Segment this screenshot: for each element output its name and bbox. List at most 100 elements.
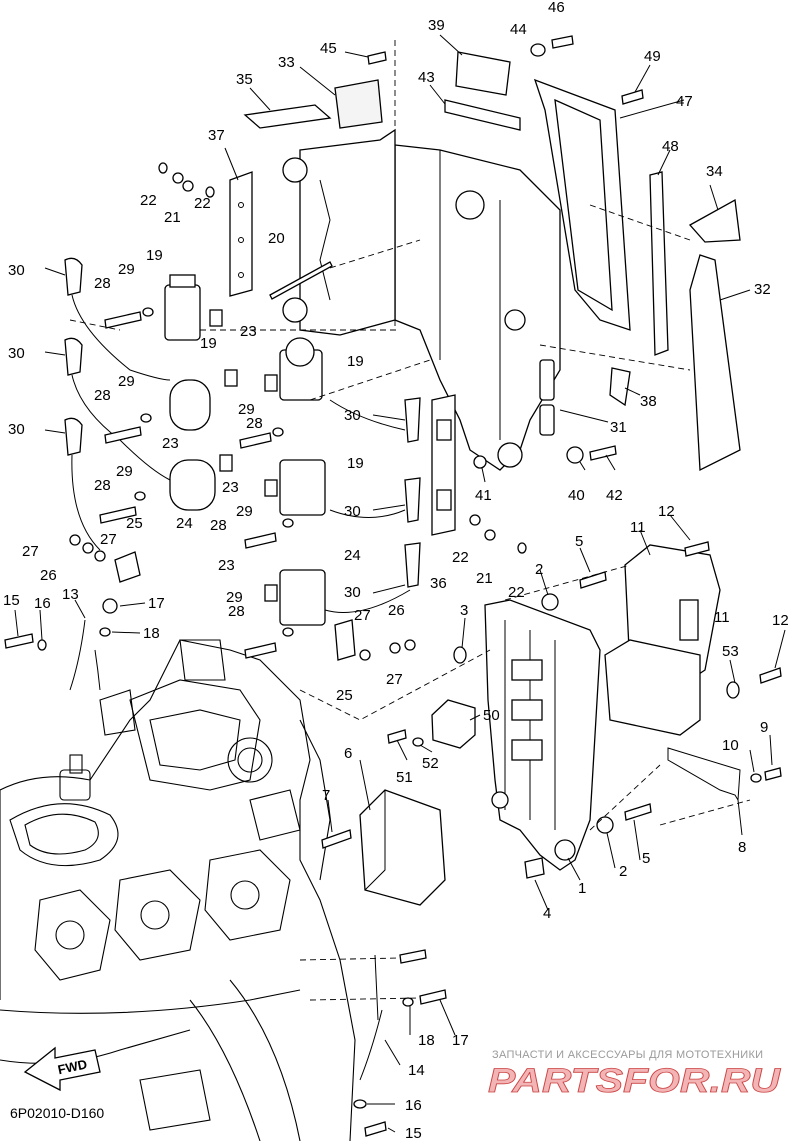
callout-20: 20 — [268, 230, 285, 247]
callout-45: 45 — [320, 40, 337, 57]
callout-4: 4 — [543, 905, 551, 922]
callout-26: 26 — [40, 567, 57, 584]
callout-35: 35 — [236, 71, 253, 88]
watermark-logo: PARTSFOR.RU — [488, 1062, 782, 1100]
diagram-code: 6P02010-D160 — [10, 1105, 104, 1121]
callout-30f: 30 — [344, 584, 361, 601]
callout-43: 43 — [418, 69, 435, 86]
fwd-label: FWD — [56, 1056, 88, 1077]
callout-23a: 23 — [240, 323, 257, 340]
callout-39: 39 — [428, 17, 445, 34]
callout-13: 13 — [62, 586, 79, 603]
callout-22d: 22 — [508, 584, 525, 601]
callout-19b: 19 — [200, 335, 217, 352]
relay-50 — [431, 699, 476, 749]
callout-19d: 19 — [347, 455, 364, 472]
callout-30b: 30 — [8, 345, 25, 362]
holder-36 — [431, 394, 456, 536]
callout-49: 49 — [644, 48, 661, 65]
watermark: ЗАПЧАСТИ И АКСЕССУАРЫ ДЛЯ МОТОТЕХНИКИ PA… — [488, 1049, 783, 1100]
frame-47 — [533, 78, 669, 356]
callout-44: 44 — [510, 21, 527, 38]
bracket-8 — [667, 747, 741, 802]
callout-2b: 2 — [619, 863, 627, 880]
clip-38 — [609, 367, 631, 407]
callout-23d: 23 — [218, 557, 235, 574]
ecu-bracket — [484, 599, 601, 871]
callout-2: 2 — [535, 561, 543, 578]
callout-5: 5 — [575, 533, 583, 550]
ignition-coils — [164, 274, 326, 626]
callout-15: 15 — [3, 592, 20, 609]
pad-34 — [688, 198, 741, 243]
callout-41: 41 — [475, 487, 492, 504]
callout-25b: 25 — [336, 687, 353, 704]
callout-52: 52 — [422, 755, 439, 772]
callout-22b: 22 — [194, 195, 211, 212]
callout-33: 33 — [278, 54, 295, 71]
callout-48: 48 — [662, 138, 679, 155]
callout-7: 7 — [322, 787, 330, 804]
plate-35 — [243, 104, 332, 129]
callout-21: 21 — [164, 209, 181, 226]
callout-9: 9 — [760, 719, 768, 736]
callout-28e: 28 — [210, 517, 227, 534]
callout-30d: 30 — [344, 407, 361, 424]
callout-6: 6 — [344, 745, 352, 762]
callout-3: 3 — [460, 602, 468, 619]
callout-24: 24 — [176, 515, 193, 532]
callout-22: 22 — [140, 192, 157, 209]
callout-50: 50 — [483, 707, 500, 724]
callout-29b: 29 — [118, 373, 135, 390]
callout-23b: 23 — [162, 435, 179, 452]
callout-28d: 28 — [246, 415, 263, 432]
callout-29e: 29 — [236, 503, 253, 520]
leader-lines — [14, 34, 786, 1133]
ecu-11 — [604, 544, 721, 736]
callout-19c: 19 — [347, 353, 364, 370]
callout-32: 32 — [754, 281, 771, 298]
callout-27d: 27 — [386, 671, 403, 688]
callout-28c: 28 — [94, 477, 111, 494]
callout-47: 47 — [676, 93, 693, 110]
callout-53: 53 — [722, 643, 739, 660]
callout-31: 31 — [610, 419, 627, 436]
callout-16b: 16 — [405, 1097, 422, 1114]
callout-51: 51 — [396, 769, 413, 786]
callout-29d: 29 — [238, 401, 255, 418]
callout-29c: 29 — [116, 463, 133, 480]
callout-38: 38 — [640, 393, 657, 410]
callout-26b: 26 — [388, 602, 405, 619]
callout-16: 16 — [34, 595, 51, 612]
callout-29a: 29 — [118, 261, 135, 278]
callout-18: 18 — [143, 625, 160, 642]
callout-37: 37 — [208, 127, 225, 144]
callout-15b: 15 — [405, 1125, 422, 1141]
callout-1: 1 — [578, 880, 586, 897]
callout-17: 17 — [148, 595, 165, 612]
callout-12: 12 — [658, 503, 675, 520]
callout-24b: 24 — [344, 547, 361, 564]
callout-40: 40 — [568, 487, 585, 504]
callout-36: 36 — [430, 575, 447, 592]
callout-10: 10 — [722, 737, 739, 754]
callout-18b: 18 — [418, 1032, 435, 1049]
callout-42: 42 — [606, 487, 623, 504]
bolts-and-washers — [4, 35, 782, 1137]
fwd-arrow: FWD — [23, 1046, 101, 1092]
callout-14: 14 — [408, 1062, 425, 1079]
callout-21b: 21 — [476, 570, 493, 587]
callout-27b: 27 — [100, 531, 117, 548]
callout-11: 11 — [630, 519, 646, 536]
callout-22c: 22 — [452, 549, 469, 566]
callout-numbers: 1 2 2 3 4 5 5 6 7 8 9 10 11 11 12 12 13 … — [3, 0, 789, 1141]
plate-32 — [689, 254, 741, 472]
callout-30a: 30 — [8, 262, 25, 279]
pads-39-43 — [444, 51, 521, 131]
callout-19a: 19 — [146, 247, 163, 264]
callout-27: 27 — [22, 543, 39, 560]
callout-28f: 28 — [228, 603, 245, 620]
watermark-tagline: ЗАПЧАСТИ И АКСЕССУАРЫ ДЛЯ МОТОТЕХНИКИ — [492, 1049, 763, 1061]
callout-5b: 5 — [642, 850, 650, 867]
